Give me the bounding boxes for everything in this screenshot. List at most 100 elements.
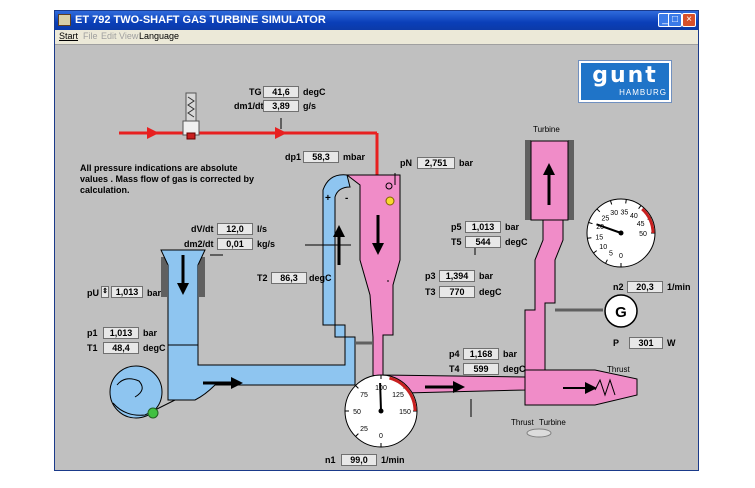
dm1dt-value: 3,89 [263,100,299,112]
p1-value: 1,013 [103,327,139,339]
n2-unit: 1/min [667,282,691,292]
dm2dt-label: dm2/dt [184,239,214,249]
menu-file[interactable]: File [83,31,98,41]
p1-label: p1 [87,328,98,338]
t3-label: T3 [425,287,436,297]
n1-label: n1 [325,455,336,465]
t3-value: 770 [439,286,475,298]
title-bar: ET 792 TWO-SHAFT GAS TURBINE SIMULATOR _… [55,11,698,30]
t3-unit: degC [479,287,502,297]
menu-language[interactable]: Language [139,31,180,41]
dvdt-unit: l/s [257,224,268,234]
p3-label: p3 [425,271,436,281]
switch-thrust-label: Thrust [511,418,534,427]
gauge-red-zone [641,207,655,234]
gauge-tick-label: 50 [639,231,647,238]
dm1dt-unit: g/s [303,101,317,111]
fuel-valve-icon[interactable] [182,92,200,140]
menu-view[interactable]: View [119,31,139,41]
gauge-hub [378,408,384,414]
flow-arrow-icon [372,243,384,255]
gauge-tick [355,433,359,437]
dp1-minus-label: - [345,193,348,204]
gauge-tick-label: 25 [602,215,610,222]
status-lamp-icon [147,407,159,419]
tg-label: TG [249,87,262,97]
air-path [109,174,356,419]
gauge-tick [587,237,592,239]
power-label: P [613,338,620,348]
t4-label: T4 [449,364,460,374]
t1-label: T1 [87,343,98,353]
p5-label: p5 [451,222,462,232]
menu-edit[interactable]: Edit [101,31,117,41]
tg-value: 41,6 [263,86,299,98]
app-window: ET 792 TWO-SHAFT GAS TURBINE SIMULATOR _… [54,10,699,471]
gauge-tick-label: 5 [609,251,613,258]
gauge-tick-label: 10 [599,244,607,251]
app-icon [58,14,71,26]
menu-start[interactable]: Start [59,31,79,41]
pu-input[interactable]: 1,013 [111,286,143,298]
dm2dt-value: 0,01 [217,238,253,250]
gauge-tick-label: 50 [353,409,361,416]
generator-icon: G [604,294,638,328]
process-diagram: G 0255075100125150 05101520253035404550 … [109,92,656,448]
flow-arrow-icon [453,381,465,393]
dm2dt-unit: kg/s [257,239,276,249]
gauge-tick-label: 0 [379,433,383,440]
gauge-tick [593,250,598,254]
gauge-tick-label: 125 [392,392,404,399]
close-button[interactable]: × [682,13,696,27]
gauge-tick-label: 75 [360,392,368,399]
gauge-tick [588,222,593,225]
gunt-logo: gunt HAMBURG [579,61,671,102]
t2-unit: degC [309,273,332,283]
generator-label: G [615,304,627,321]
dp1-plus-label: + [325,193,331,204]
window-title: ET 792 TWO-SHAFT GAS TURBINE SIMULATOR [75,14,326,26]
mode-switch[interactable] [526,428,552,438]
gauge-tick [596,208,601,213]
gauge-hub [618,230,624,236]
gauge-tick-label: 150 [399,409,411,416]
dvdt-value: 12,0 [217,223,253,235]
flow-arrow-icon [543,163,555,175]
p3-unit: bar [479,271,494,281]
fuel-arrow-icon [147,127,159,139]
thrust-label: Thrust [607,365,630,374]
gauge-red-zone [389,376,417,412]
dp1-label: dp1 [285,152,302,162]
pn-label: pN [400,158,412,168]
n1-speed-gauge: 0255075100125150 [344,374,418,448]
gauge-needle [596,223,622,234]
dm1dt-label: dm1/dt [234,101,264,111]
t1-unit: degC [143,343,166,353]
pu-spinner[interactable]: ⇕ [101,286,109,298]
dp1-value: 58,3 [303,151,339,163]
gauge-tick-label: 35 [621,209,629,216]
gauge-tick [355,385,359,389]
power-unit: W [667,338,676,348]
n1-value: 99,0 [341,454,377,466]
t5-label: T5 [451,237,462,247]
thrust-spring-icon [594,378,616,397]
gauge-needle [379,382,382,412]
flow-arrow-icon [177,283,189,295]
maximize-button[interactable]: □ [668,13,682,27]
pressure-note: All pressure indications are absolute va… [80,163,255,195]
flow-arrow-icon [231,377,243,389]
p4-value: 1,168 [463,348,499,360]
ignition-indicator-icon [385,196,395,206]
n2-label: n2 [613,282,624,292]
simulator-canvas: G 0255075100125150 05101520253035404550 … [55,45,698,470]
n2-value: 20,3 [627,281,663,293]
gauge-tick [605,259,608,264]
tg-unit: degC [303,87,326,97]
menu-bar: Start File Edit View Language [55,30,698,45]
gauge-tick-label: 25 [360,426,368,433]
t5-value: 544 [465,236,501,248]
p3-value: 1,394 [439,270,475,282]
pn-unit: bar [459,158,474,168]
